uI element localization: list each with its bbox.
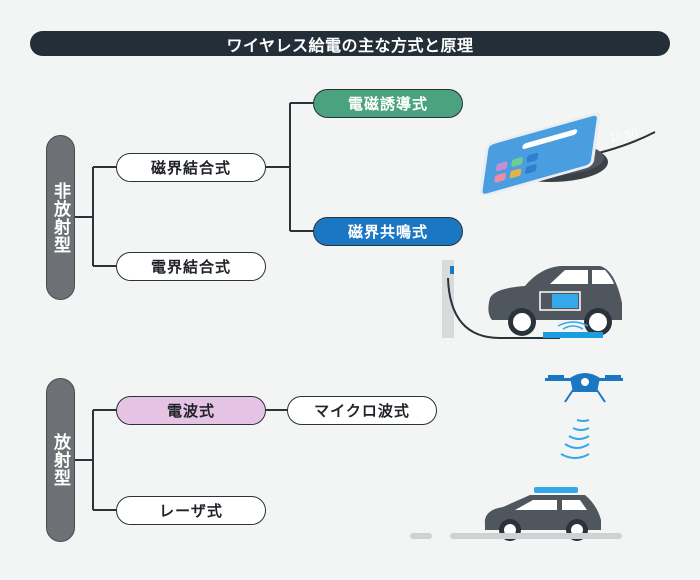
charging-pad — [543, 332, 603, 338]
node-electromagnetic-induction: 電磁誘導式 — [313, 89, 463, 118]
smartphone-charger-illustration: 10:50 — [480, 112, 656, 195]
drone-icon — [545, 373, 623, 403]
node-microwave: マイクロ波式 — [287, 396, 437, 425]
node-magnetic-resonance: 磁界共鳴式 — [313, 217, 463, 246]
drone-car-illustration — [410, 373, 623, 541]
category-non-radiative: 非放射型 — [46, 135, 75, 300]
microwave-signal-icon — [560, 419, 590, 459]
charging-station — [442, 260, 454, 338]
ev-charging-illustration — [442, 260, 622, 339]
car-body — [488, 266, 622, 320]
road — [450, 533, 622, 539]
charging-cable — [447, 277, 560, 339]
category-radiative: 放射型 — [46, 378, 75, 542]
smartphone-icon — [480, 112, 601, 195]
node-radio-wave: 電波式 — [116, 396, 266, 425]
receiver-antenna — [534, 487, 578, 493]
node-laser: レーザ式 — [116, 496, 266, 525]
diagram-title: ワイヤレス給電の主な方式と原理 — [30, 31, 670, 56]
road — [410, 533, 432, 539]
node-magnetic-coupling: 磁界結合式 — [116, 153, 266, 182]
battery-icon — [539, 291, 581, 311]
node-electric-coupling: 電界結合式 — [116, 252, 266, 281]
